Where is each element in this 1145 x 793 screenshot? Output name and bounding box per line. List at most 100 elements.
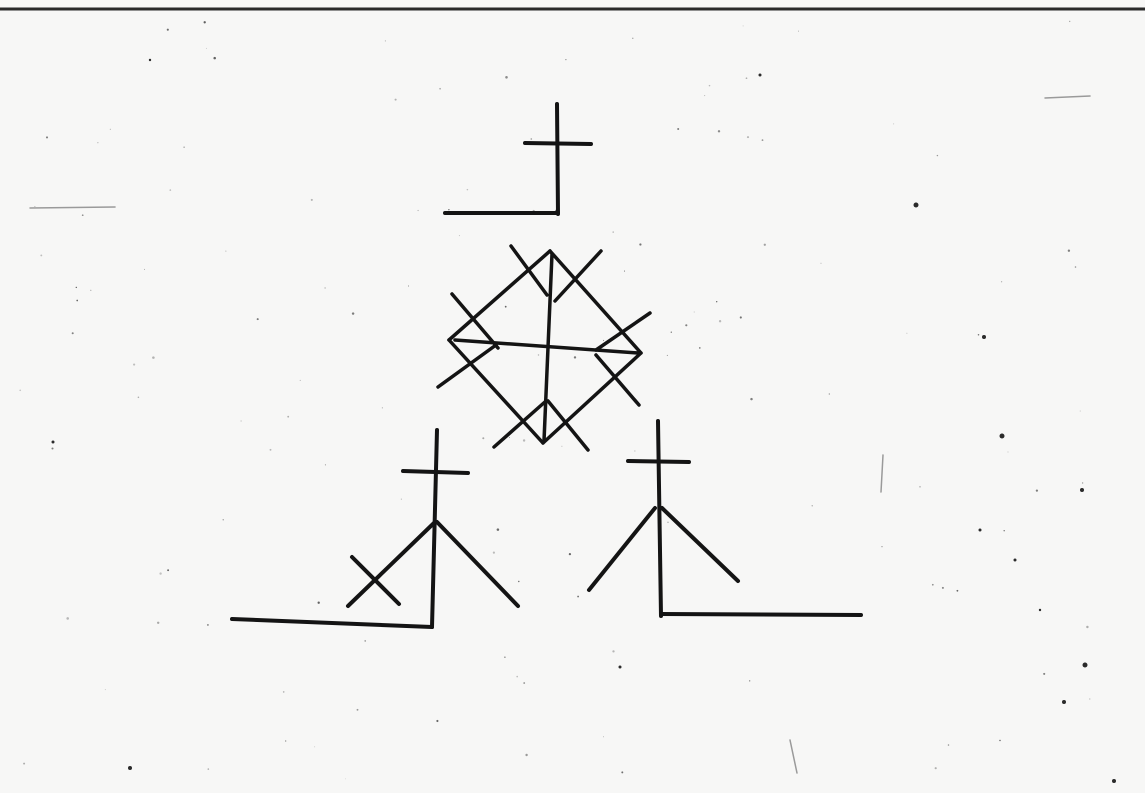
scan-speck (19, 389, 21, 391)
scan-speck (538, 354, 539, 355)
scan-speck (798, 31, 799, 32)
scan-speck (979, 529, 982, 532)
scan-speck (1083, 663, 1088, 668)
scan-speck (257, 318, 259, 320)
scan-speck (982, 335, 986, 339)
top-crossbar (525, 143, 591, 144)
scan-speck (914, 203, 919, 208)
scan-speck (574, 356, 576, 358)
scan-speck (740, 316, 742, 318)
scan-speck (565, 59, 566, 60)
scan-speck (523, 682, 525, 684)
scan-speck (999, 740, 1000, 741)
scan-speck (639, 243, 641, 245)
scan-speck (612, 650, 614, 652)
scan-speck (183, 147, 184, 148)
scan-speck (133, 364, 135, 366)
scan-speck (128, 766, 132, 770)
scan-speck (509, 437, 510, 438)
scan-speck (167, 29, 169, 31)
scan-speck (699, 347, 701, 349)
scan-speck (467, 189, 469, 191)
scan-speck (300, 380, 301, 381)
scan-speck (51, 447, 53, 449)
scan-speck (105, 689, 106, 690)
scan-speck (66, 617, 69, 620)
scan-speck (76, 287, 77, 288)
scan-speck (561, 446, 562, 447)
scan-speck (829, 393, 830, 394)
scan-speck (225, 251, 226, 252)
scan-speck (34, 206, 35, 207)
scan-speck (530, 138, 532, 140)
scan-speck (314, 746, 315, 747)
scan-speck (318, 602, 320, 604)
scan-speck (208, 768, 210, 770)
scan-speck (764, 244, 766, 246)
scan-speck (1043, 673, 1045, 675)
scan-speck (569, 553, 571, 555)
scan-speck (385, 40, 386, 41)
scan-speck (493, 552, 495, 554)
scan-speck (621, 771, 623, 773)
scan-speck (76, 300, 78, 302)
scan-speck (667, 355, 668, 356)
scan-speck (436, 720, 438, 722)
scan-speck (448, 209, 449, 210)
scan-speck (1080, 411, 1081, 412)
scan-speck (395, 99, 397, 101)
scan-speck (812, 505, 813, 506)
scan-speck (1036, 489, 1038, 491)
scan-speck (759, 74, 762, 77)
scan-speck (685, 324, 687, 326)
scan-speck (157, 622, 159, 624)
scan-speck (1089, 698, 1090, 699)
scan-speck (906, 333, 907, 334)
scan-speck (1112, 779, 1116, 783)
scan-speck (138, 397, 140, 399)
scan-speck (677, 128, 679, 130)
scan-speck (159, 572, 161, 574)
scan-speck (97, 142, 98, 143)
scan-speck (932, 584, 934, 586)
scan-speck (624, 271, 625, 272)
scan-speck (1082, 482, 1083, 483)
scan-speck (417, 210, 418, 211)
scan-speck (1001, 281, 1002, 282)
scan-speck (634, 450, 635, 451)
scan-speck (518, 581, 519, 582)
scan-speck (709, 85, 711, 87)
scan-speck (881, 546, 882, 547)
scan-speck (632, 38, 633, 39)
scan-speck (283, 691, 285, 693)
scan-speck (46, 136, 48, 138)
scan-speck (144, 269, 145, 270)
scan-speck (718, 130, 720, 132)
scan-speck (497, 528, 500, 531)
scan-speck (152, 356, 155, 359)
scan-speck (1039, 609, 1041, 611)
scan-speck (149, 59, 151, 61)
scan-speck (382, 407, 383, 408)
scan-speck (667, 521, 669, 523)
scan-speck (694, 312, 695, 313)
scan-speck (523, 439, 525, 441)
scan-speck (948, 744, 950, 746)
scan-speck (749, 680, 750, 681)
scan-speck (1014, 559, 1017, 562)
scan-speck (746, 77, 748, 79)
scan-speck (1086, 626, 1088, 628)
scan-speck (167, 569, 169, 571)
scan-speck (937, 155, 938, 156)
scan-speck (671, 332, 672, 333)
scan-speck (762, 139, 764, 141)
scan-speck (747, 136, 749, 138)
scan-speck (504, 656, 506, 658)
right-crossbar (628, 461, 689, 462)
scan-speck (40, 254, 42, 256)
scan-speck (716, 301, 717, 302)
scan-speck (482, 437, 484, 439)
scan-speck (750, 398, 752, 400)
